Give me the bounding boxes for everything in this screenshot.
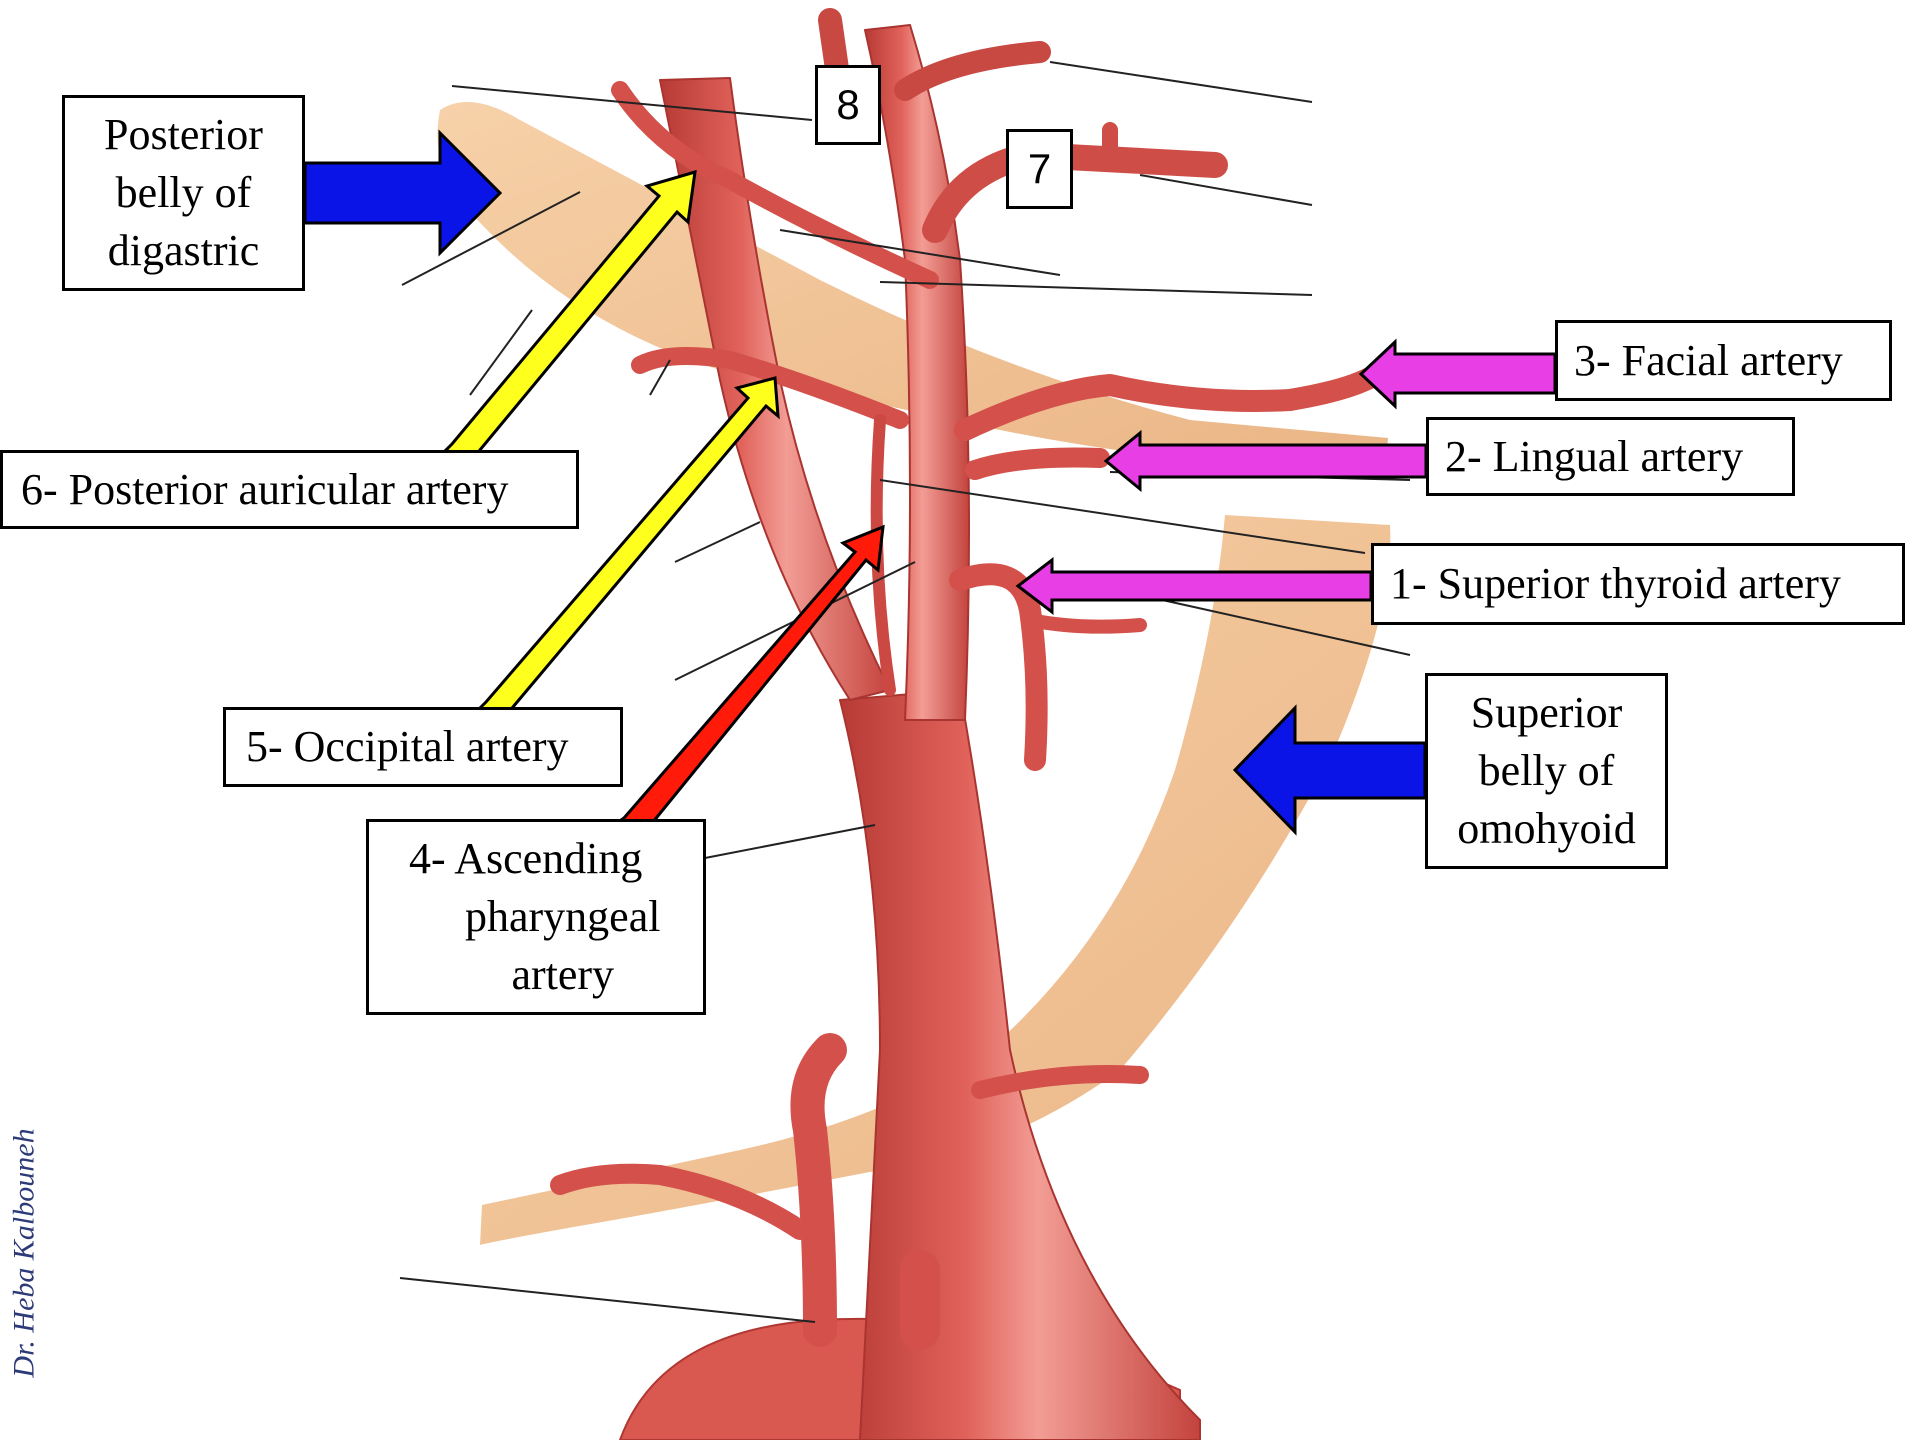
label-occipital-artery: 5- Occipital artery	[223, 707, 623, 787]
branch-7-shape	[935, 155, 1215, 230]
label-text: 8	[836, 76, 859, 134]
branch-8-shape	[905, 52, 1040, 90]
label-text: 5- Occipital artery	[246, 718, 569, 776]
label-text: 1- Superior thyroid artery	[1390, 555, 1841, 613]
label-posterior-belly-digastric: Posterior belly of digastric	[62, 95, 305, 291]
label-superior-thyroid-artery: 1- Superior thyroid artery	[1371, 543, 1905, 625]
label-line: belly of	[104, 164, 263, 222]
label-line: Superior	[1457, 684, 1635, 742]
label-line: omohyoid	[1457, 800, 1635, 858]
magenta-arrow-facial	[1361, 342, 1555, 406]
label-line: belly of	[1457, 742, 1635, 800]
watermark-text: Dr. Heba Kalbouneh	[8, 1128, 42, 1377]
leader-line	[1140, 175, 1312, 205]
label-text: 6- Posterior auricular artery	[21, 461, 508, 519]
label-line: digastric	[104, 222, 263, 280]
label-line: artery	[409, 946, 660, 1004]
label-superior-belly-omohyoid: Superior belly of omohyoid	[1425, 673, 1668, 869]
label-ascending-pharyngeal-artery: 4- Ascending pharyngeal artery	[366, 819, 706, 1015]
label-lingual-artery: 2- Lingual artery	[1426, 417, 1795, 496]
leader-line	[675, 522, 760, 562]
leader-line	[705, 825, 875, 858]
label-line: Posterior	[104, 106, 263, 164]
yellow-arrow-occipital	[480, 378, 778, 720]
label-line: 4- Ascending	[409, 830, 660, 888]
label-line: pharyngeal	[409, 888, 660, 946]
subclavian-shape	[808, 1050, 831, 1330]
label-text: 2- Lingual artery	[1445, 428, 1743, 486]
leader-line	[1050, 62, 1312, 102]
label-posterior-auricular-artery: 6- Posterior auricular artery	[0, 450, 579, 529]
author-watermark: Dr. Heba Kalbouneh	[2, 1080, 48, 1425]
label-text: 3- Facial artery	[1574, 332, 1843, 390]
superior-thyroid-shape	[960, 574, 1037, 760]
label-facial-artery: 3- Facial artery	[1555, 320, 1892, 401]
leader-line	[400, 1278, 815, 1322]
label-text: 7	[1028, 140, 1051, 198]
lingual-shape	[975, 458, 1100, 471]
superior-thyroid-twig-shape	[1030, 620, 1140, 627]
label-number-8: 8	[815, 65, 881, 145]
label-number-7: 7	[1006, 129, 1073, 209]
